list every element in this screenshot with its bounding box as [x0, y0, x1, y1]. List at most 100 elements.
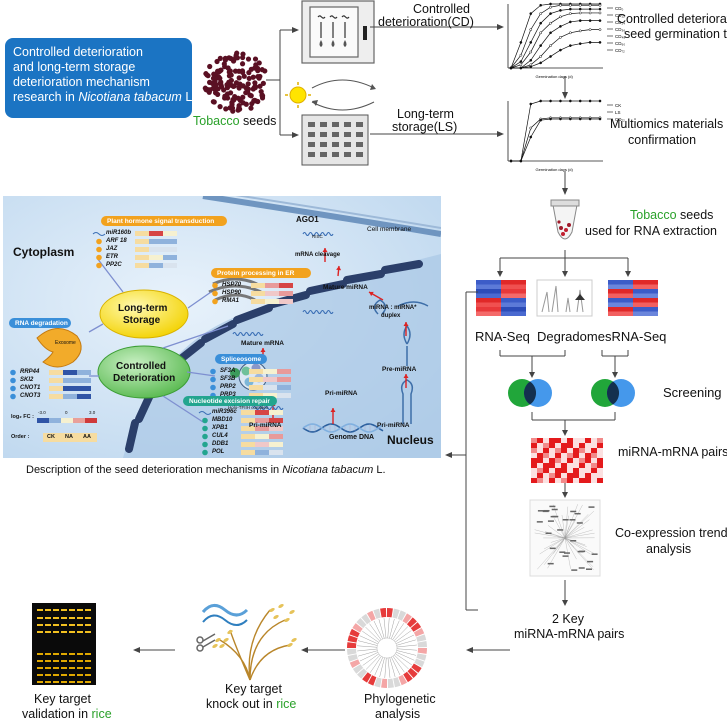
rna-extract-green: Tobacco	[630, 208, 677, 222]
order-aa: AA	[83, 434, 91, 440]
rnadeg-gene: CNOT1	[20, 385, 41, 391]
screening-label: Screening	[663, 385, 722, 400]
title-species: Nicotiana tabacum	[78, 90, 182, 104]
mechanism-caption: Description of the seed deterioration me…	[26, 464, 386, 477]
pre-mirna: Pre-miRNA	[382, 366, 417, 373]
pathway-mirna: miR160b	[106, 230, 132, 236]
order-na: NA	[65, 434, 73, 440]
ago-label: AGO1	[296, 215, 319, 224]
gel-validation-image	[32, 603, 96, 685]
ner-gene: DDB1	[212, 441, 229, 447]
risc-label: RISC	[312, 234, 323, 239]
ls-label-1: Long-term	[397, 107, 454, 121]
srnaseq-label: sRNA-Seq	[605, 329, 667, 344]
long-term-label-2: Storage	[123, 315, 161, 326]
hormone-gene: JAZ	[106, 246, 118, 252]
storage-cycle-icon	[285, 79, 376, 111]
knockout-label-1: Key target	[225, 682, 282, 696]
hormone-gene: ARF 18	[106, 238, 127, 244]
logfc-min: -3.0	[38, 410, 46, 415]
splice-gene: SF3B	[220, 376, 236, 382]
svg-text:CD₁₂: CD₁₂	[615, 13, 625, 18]
er-membranes	[208, 277, 262, 302]
knockout-prefix: knock out in	[206, 697, 277, 711]
pri-mirna-2: Pri-miRNA	[377, 422, 410, 429]
title-line-4-prefix: research in	[13, 90, 79, 104]
ner-gene: POL	[212, 449, 225, 455]
rna-extract-label-1: Tobacco seeds	[630, 208, 713, 222]
title-line-4-suffix: L.	[181, 90, 196, 104]
pathway-title-spliceosome: Spliceosome	[221, 355, 262, 363]
ner-gene: CUL4	[212, 433, 228, 439]
cd-label-2: deterioration(CD)	[378, 15, 474, 29]
er-gene: RMA1	[222, 298, 240, 304]
rna-extract-rest: seeds	[676, 208, 714, 222]
pathway-title-plant-hormone: Plant hormone signal transduction	[107, 217, 215, 225]
srnaseq-heatmap	[608, 280, 658, 316]
venn-left	[508, 379, 552, 407]
seed-cluster	[202, 50, 268, 114]
hormone-gene: PP2C	[106, 262, 122, 268]
mirna-mrna-heatmap	[531, 438, 603, 483]
seeds-label: Tobacco seeds	[193, 114, 276, 128]
splice-gene: PRP3	[220, 392, 236, 398]
validation-prefix: validation in	[22, 707, 92, 721]
validation-label-1: Key target	[34, 692, 91, 706]
mechanism-panel: Cytoplasm Nucleus Cell membrane Long-ter…	[3, 196, 441, 458]
cytoplasm-label: Cytoplasm	[13, 245, 75, 259]
warehouse-icon	[301, 114, 369, 166]
order-ck: CK	[47, 434, 55, 440]
pathway-title-rna-degradation: RNA degradation	[15, 319, 68, 327]
holo-label: Holo-TFIIH complex	[228, 405, 269, 410]
tube-icon	[550, 199, 580, 240]
multiomics-label-1: Multiomics materials	[610, 117, 724, 131]
svg-text:Germination days (d): Germination days (d)	[536, 74, 574, 79]
title-line-1: Controlled deterioration	[13, 45, 143, 59]
cd-test-label-1: Controlled deterioration	[617, 12, 727, 26]
cd-label-1: Controlled	[413, 2, 470, 16]
rnadeg-gene: SKI2	[20, 377, 34, 383]
phylo-label-1: Phylogenetic	[364, 692, 436, 706]
multiomics-label-2: confirmation	[628, 133, 697, 147]
splice-gene: PRP2	[220, 384, 236, 390]
controlled-label-2: Deterioration	[113, 373, 176, 384]
svg-text:CD₀: CD₀	[615, 6, 623, 11]
coexpression-network	[529, 499, 601, 577]
key-pairs-label-2: miRNA-mRNA pairs	[514, 627, 625, 641]
validation-green: rice	[91, 707, 112, 721]
svg-text:CD₃₆: CD₃₆	[615, 27, 625, 32]
pathway-title-ner: Nucleotide excision repair	[189, 397, 270, 405]
pathway-title-protein-er: Protein processing in ER	[217, 269, 295, 277]
svg-text:Germination days (d): Germination days (d)	[536, 167, 574, 172]
validation-label-2: validation in rice	[22, 707, 112, 721]
pri-mirna-1: Pri-miRNA	[249, 422, 282, 429]
logfc-mid: 0	[65, 410, 68, 415]
phylo-label-2: analysis	[375, 707, 421, 721]
pathway-mirna: miR396c	[212, 409, 237, 415]
rnadeg-gene: CNOT3	[20, 393, 41, 399]
rna-extract-label-2: used for RNA extraction	[585, 224, 718, 238]
ls-label-2: storage(LS)	[392, 120, 458, 134]
nucleus-label: Nucleus	[387, 433, 434, 447]
duplex-label-1: miRNA : miRNA*	[369, 305, 417, 311]
genome-dna-helix	[302, 423, 384, 433]
svg-text:LS: LS	[615, 110, 621, 115]
er-gene: HSP90	[222, 290, 242, 296]
seeds-label-green: Tobacco	[193, 114, 240, 128]
hormone-gene: ETR	[106, 254, 118, 260]
caption-suffix: L.	[373, 464, 386, 476]
degradome-label: Degradome	[537, 329, 605, 344]
splice-gene: SF3A	[220, 368, 236, 374]
pairs-label: miRNA-mRNA pairs	[618, 445, 727, 459]
er-gene: HSP70	[222, 282, 242, 288]
pri-mirna-3: Pri-miRNA	[325, 390, 358, 397]
coexpr-label-2: analysis	[646, 542, 692, 556]
seed-connectors	[266, 29, 292, 136]
ner-gene: XPB1	[212, 425, 228, 431]
cleavage-label: mRNA cleavage	[295, 252, 341, 258]
key-pairs-label-1: 2 Key	[552, 612, 584, 626]
svg-text:CD₇₂: CD₇₂	[615, 117, 625, 122]
